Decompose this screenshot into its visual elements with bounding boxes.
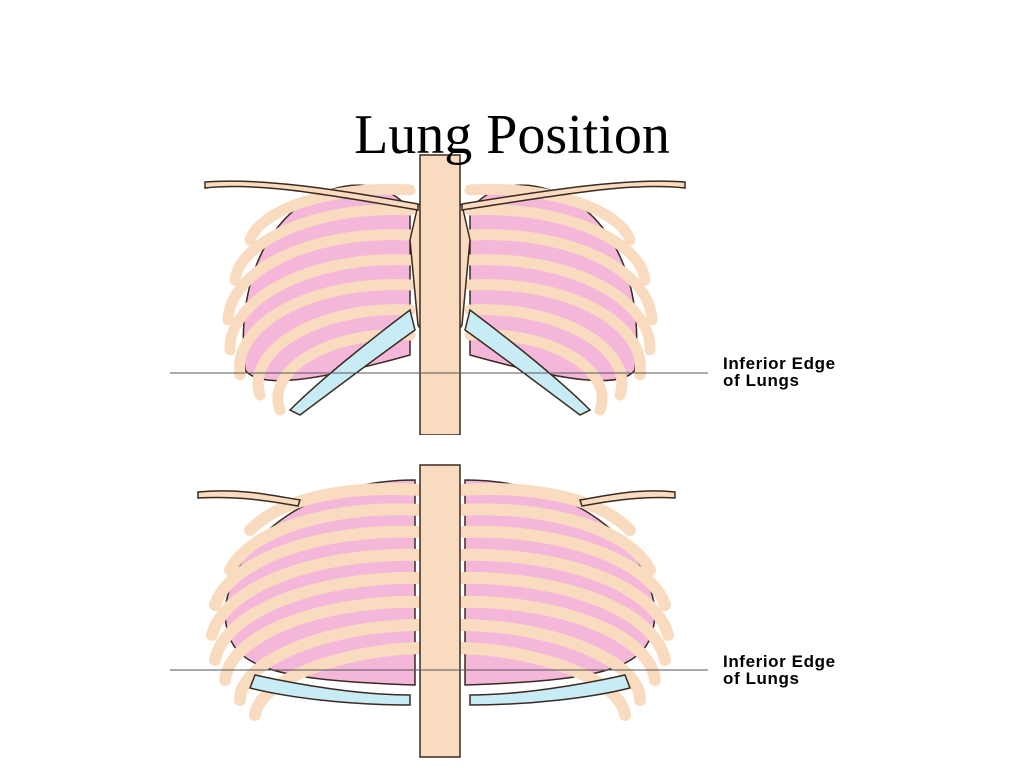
spine	[419, 154, 461, 435]
anterior-ribcage-figure: Inferior Edge of Lungs	[0, 150, 1024, 435]
left-clavicle	[204, 180, 419, 211]
anterior-ribcage-diagram	[170, 154, 708, 435]
inferior-edge-label: Inferior Edge of Lungs	[723, 354, 836, 390]
posterior-ribcage-figure: Inferior Edge of Lungs	[0, 460, 1024, 760]
slide-title: Lung Position	[354, 104, 670, 166]
inferior-edge-label-posterior: Inferior Edge of Lungs	[723, 652, 836, 688]
vertebral-column	[419, 464, 461, 758]
right-clavicle	[461, 180, 686, 211]
right-lower-cartilage	[469, 674, 632, 706]
right-upper-rib	[579, 490, 676, 507]
posterior-ribcage-diagram	[170, 464, 708, 758]
left-costal-cartilage	[288, 308, 416, 416]
left-lower-cartilage	[248, 674, 411, 706]
right-costal-cartilage	[464, 308, 592, 416]
left-upper-rib	[197, 490, 301, 507]
